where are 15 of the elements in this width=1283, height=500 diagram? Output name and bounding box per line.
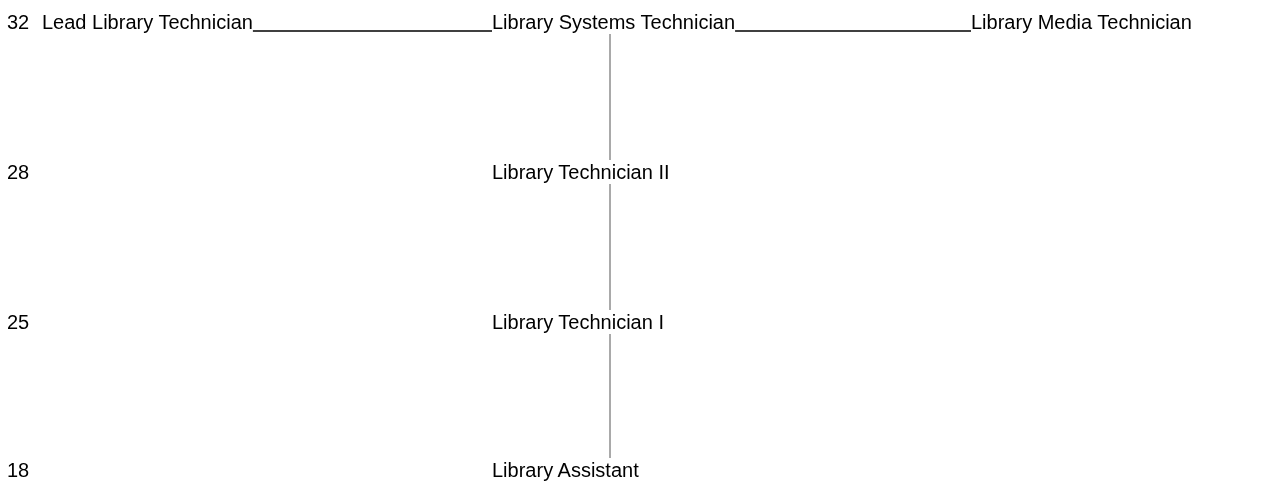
- job-title: Library Technician I: [492, 310, 664, 334]
- connector-line: [609, 33, 611, 161]
- grade-number: 28: [7, 160, 30, 184]
- job-title: Library Technician II: [492, 160, 670, 184]
- connector-line: [252, 30, 493, 32]
- grade-number: 18: [7, 458, 30, 482]
- grade-number: 32: [7, 10, 30, 34]
- job-title: Library Media Technician: [971, 10, 1192, 34]
- grade-number: 25: [7, 310, 30, 334]
- job-title: Library Systems Technician: [492, 10, 736, 34]
- connector-line: [609, 333, 611, 459]
- job-title: Library Assistant: [492, 458, 639, 482]
- connector-line: [734, 30, 972, 32]
- job-title: Lead Library Technician: [42, 10, 253, 34]
- connector-line: [609, 183, 611, 311]
